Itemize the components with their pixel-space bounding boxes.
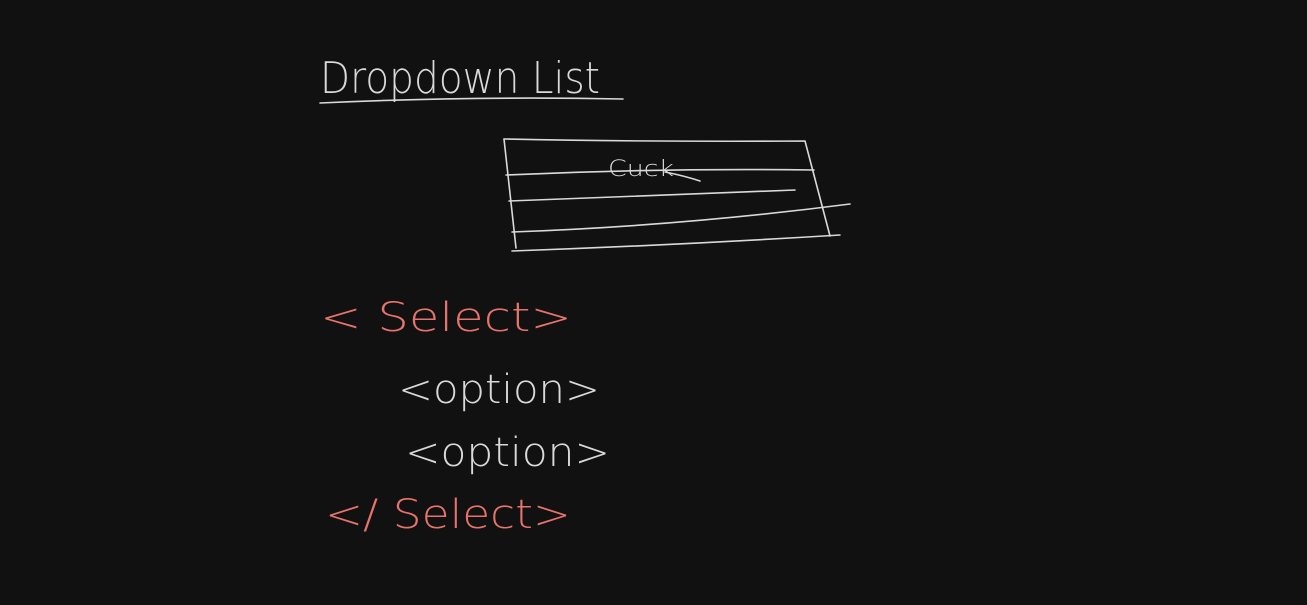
mockup-row-line-4: [511, 234, 841, 252]
mockup-row-line-3: [511, 203, 851, 233]
code-sketch: < Select> <option> <option> </ Select>: [320, 295, 610, 538]
title-underline: [319, 97, 624, 104]
code-option-2: <option>: [405, 430, 610, 476]
mockup-top-right-edge: [503, 138, 831, 237]
mockup-row-line-2: [508, 189, 796, 202]
mockup-row-line-1: [505, 168, 815, 176]
mockup-left-edge: [503, 138, 517, 249]
mockup-scribble: [664, 171, 701, 182]
title-text: Dropdown List: [320, 53, 600, 104]
code-open-select: < Select>: [320, 295, 572, 341]
code-option-1: <option>: [398, 367, 600, 413]
code-close-select: </ Select>: [325, 492, 571, 538]
title-group: Dropdown List: [319, 53, 624, 104]
dropdown-mockup-sketch: Cuck: [503, 138, 851, 252]
mockup-selected-text: Cuck: [608, 157, 674, 182]
